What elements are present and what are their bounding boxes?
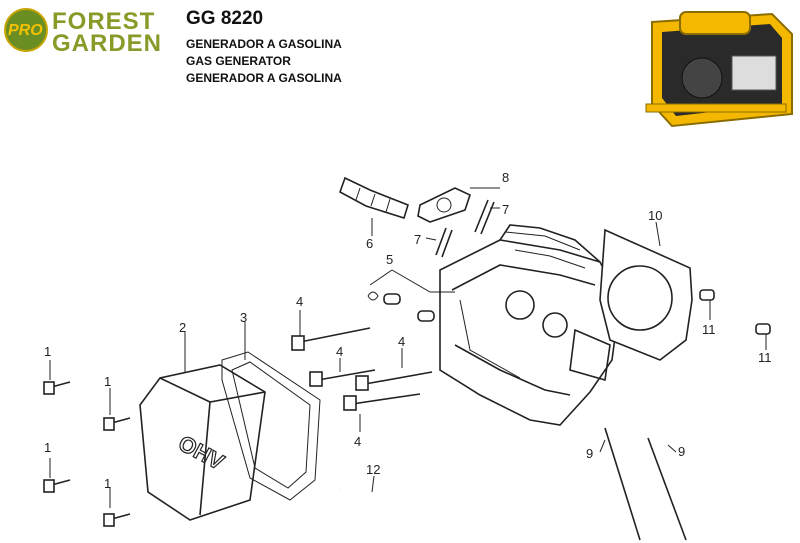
callout-7: 7 [502,202,509,217]
callout-8: 8 [502,170,509,185]
push-rods [604,427,687,541]
callout-9: 9 [586,446,593,461]
breather-tube [338,489,383,514]
callout-1: 1 [104,476,111,491]
callout-4: 4 [336,344,343,359]
callout-7: 7 [414,232,421,247]
leader-lines [49,187,767,508]
callout-2: 2 [179,320,186,335]
callout-11: 11 [758,350,772,365]
callout-5: 5 [386,252,393,267]
callout-numbers: 1 1 1 1 2 3 4 4 4 4 5 6 7 7 8 9 9 10 11 … [44,170,772,491]
brand-line-1: FOREST [52,8,156,35]
callout-4: 4 [296,294,303,309]
pro-badge [4,8,48,52]
intake-gasket [417,187,471,223]
callout-11: 11 [702,322,716,337]
forest-garden-logo: PRO FOREST GARDEN [0,0,170,62]
cylinder-head [439,224,621,426]
dowel-pins [699,289,771,335]
generator-photo [645,11,793,128]
pro-badge-text: PRO [8,22,43,39]
callout-4: 4 [354,434,361,449]
head-bolts [291,327,433,411]
callout-3: 3 [240,310,247,325]
valve-cover: OHV [139,364,266,521]
head-gasket [599,228,693,361]
stud-bolts [435,199,495,258]
dowel-set [367,291,435,322]
generator-frame [645,11,793,128]
brand-line-2: GARDEN [52,30,163,57]
subtitle-spanish: GENERADOR A GASOLINA [186,37,342,51]
subtitle-spanish-2: GENERADOR A GASOLINA [186,71,342,85]
callout-10: 10 [648,208,662,223]
callout-12: 12 [366,462,380,477]
spark-plug [339,176,409,220]
callout-6: 6 [366,236,373,251]
callout-1: 1 [104,374,111,389]
callout-1: 1 [44,344,51,359]
callout-9: 9 [678,444,685,459]
subtitle-english: GAS GENERATOR [186,54,291,68]
cover-bolts [43,381,131,527]
subtitle-block: GENERADOR A GASOLINA GAS GENERATOR GENER… [186,36,342,87]
valve-cover-gasket [221,351,321,501]
callout-1: 1 [44,440,51,455]
callout-4: 4 [398,334,405,349]
header: GG 8220 GENERADOR A GASOLINA GAS GENERAT… [186,8,342,87]
model-number: GG 8220 [186,8,264,29]
